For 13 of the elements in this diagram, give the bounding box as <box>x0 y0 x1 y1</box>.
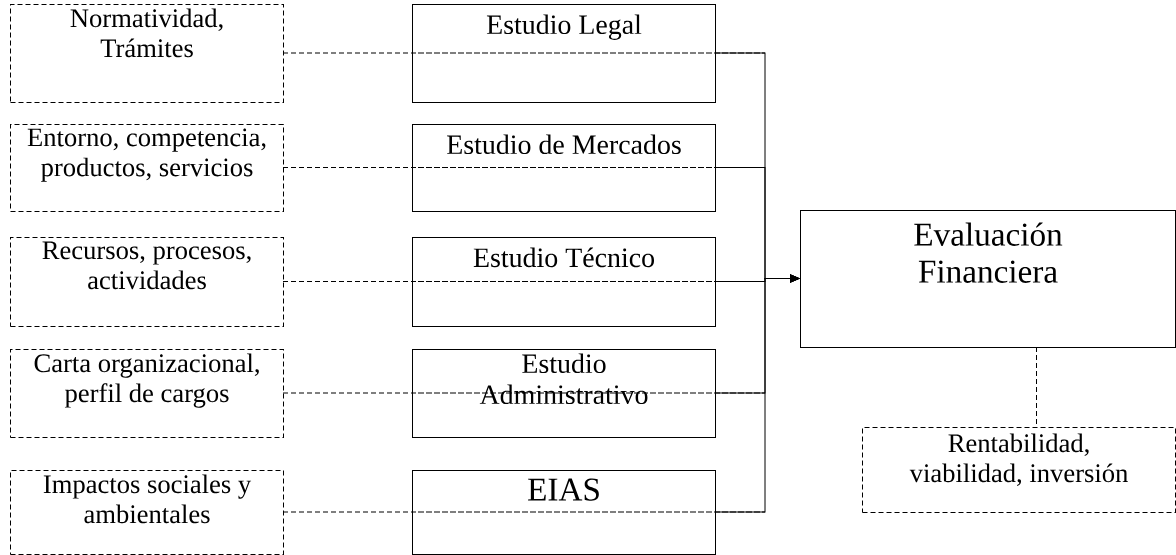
process-box: Evaluación Financiera <box>800 210 1176 348</box>
note-box: Recursos, procesos, actividades <box>10 237 284 327</box>
arrow <box>714 274 800 513</box>
process-box: EIAS <box>412 470 716 555</box>
process-box: Estudio Legal <box>412 4 716 103</box>
process-box: Estudio de Mercados <box>412 124 716 212</box>
note-box: Normatividad, Trámites <box>10 4 284 103</box>
process-box: Estudio Administrativo <box>412 349 716 438</box>
note-box: Carta organizacional, perfil de cargos <box>10 349 284 438</box>
process-box: Estudio Técnico <box>412 237 716 327</box>
note-box: Impactos sociales y ambientales <box>10 470 284 555</box>
note-box: Rentabilidad, viabilidad, inversión <box>862 427 1176 513</box>
note-box: Entorno, competencia, productos, servicios <box>10 124 284 212</box>
